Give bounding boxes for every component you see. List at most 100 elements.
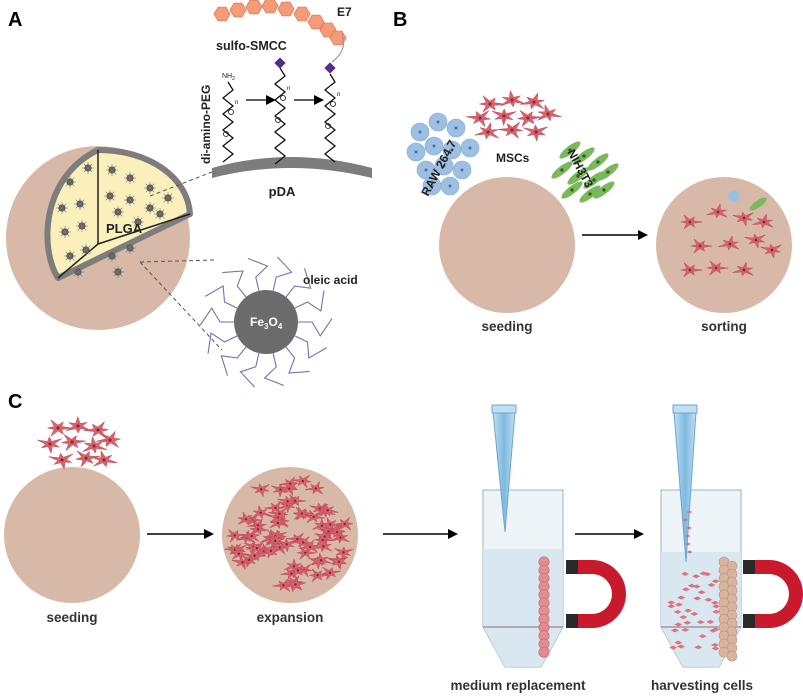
- msc-cell: [752, 213, 774, 229]
- cell-nucleus: [96, 428, 100, 432]
- released-cell: [674, 602, 683, 607]
- cell-nucleus: [276, 521, 280, 525]
- msc-cell: [250, 483, 270, 498]
- oxygen-atom: [325, 123, 331, 129]
- ligand-label: oleic acid: [303, 273, 358, 287]
- panel-b-letter: B: [393, 9, 407, 31]
- amino-acid: [213, 6, 231, 22]
- cell-nucleus: [288, 487, 291, 490]
- msc-cell: [744, 233, 766, 249]
- cell-nucleus: [301, 479, 305, 483]
- released-cell: [693, 596, 702, 601]
- cell-nucleus: [256, 528, 260, 531]
- cell-nucleus: [329, 523, 332, 526]
- cell-nucleus: [259, 511, 262, 515]
- cell-nucleus: [546, 112, 550, 116]
- fibroblast-cell: [749, 197, 767, 211]
- b-sorting-label: sorting: [701, 319, 747, 334]
- pda-coating: [212, 157, 372, 178]
- msc-cell: [500, 89, 526, 108]
- ligand-spike: [81, 245, 87, 251]
- released-cell: [710, 600, 719, 605]
- amino-acid: [245, 0, 263, 15]
- released-cell: [697, 590, 706, 595]
- cell-nucleus: [108, 438, 112, 442]
- cell-nucleus: [233, 534, 236, 537]
- msc-seed-cells: [37, 415, 121, 471]
- msc-cell: [93, 449, 118, 468]
- msc-cell: [226, 529, 246, 544]
- ligand-spike: [163, 193, 169, 199]
- ligand-spike: [69, 177, 75, 183]
- msc-cell: [309, 568, 329, 582]
- cell-nucleus: [339, 536, 342, 539]
- cell-nucleus: [255, 546, 259, 550]
- peptide-label: E7: [337, 5, 352, 19]
- released-cell: [711, 646, 720, 651]
- cell-nucleus: [70, 440, 74, 444]
- msc-cell: [520, 92, 545, 110]
- released-cell: [681, 587, 690, 592]
- cell-nucleus: [326, 509, 329, 512]
- ligand-spike: [77, 271, 83, 277]
- oleic-chain: [207, 332, 238, 354]
- ligand-spike: [75, 199, 81, 205]
- cell-nucleus: [322, 545, 325, 548]
- cell-nucleus: [253, 554, 256, 557]
- msc-cell: [517, 110, 543, 128]
- cell-type-msc: MSCs: [496, 151, 530, 165]
- ligand-spike: [167, 193, 173, 199]
- cell-nucleus: [714, 266, 718, 270]
- ligand-spike: [125, 195, 131, 201]
- released-cell: [684, 608, 693, 613]
- cell-nucleus: [290, 572, 293, 575]
- released-cell: [673, 609, 682, 614]
- ligand-spike: [81, 221, 87, 227]
- msc-cell: [268, 507, 288, 522]
- oleic-chain: [285, 268, 312, 298]
- oleic-chain: [298, 318, 333, 337]
- released-cell: [667, 600, 676, 605]
- ligand-spike: [60, 231, 66, 237]
- ligand-spike: [85, 249, 91, 255]
- ligand-spike: [137, 221, 143, 227]
- cell-nucleus: [432, 144, 436, 148]
- ligand-spike: [65, 177, 71, 183]
- msc-cell: [269, 514, 289, 529]
- cell-nucleus: [418, 130, 422, 134]
- ligand-spike: [81, 225, 87, 231]
- released-cell: [674, 640, 683, 645]
- msc-cell: [304, 480, 325, 495]
- cell-nucleus: [285, 543, 288, 546]
- tube-medium-replacement: [482, 404, 564, 668]
- cell-nucleus: [448, 184, 452, 188]
- cell-nucleus: [292, 565, 296, 568]
- aspirated-cell: [684, 542, 691, 546]
- linker-label: sulfo-SMCC: [216, 39, 287, 53]
- magnetic-attached-cells: [538, 556, 550, 658]
- msc-cell: [718, 235, 740, 251]
- cell-nucleus: [454, 126, 458, 130]
- peg-label: di-amino-PEG: [199, 85, 213, 164]
- cell-nucleus: [770, 248, 774, 252]
- cell-nucleus: [716, 210, 720, 214]
- ligand-spike: [105, 191, 111, 197]
- cell-nucleus: [278, 512, 281, 515]
- cell-nucleus: [532, 100, 536, 104]
- ligand-spike: [73, 267, 79, 273]
- released-cell: [692, 574, 701, 579]
- ligand-spike: [117, 271, 123, 277]
- cell-nucleus: [259, 488, 263, 491]
- ligand-spike: [69, 181, 75, 187]
- ligand-spike: [125, 177, 131, 183]
- cell-nucleus: [588, 192, 592, 196]
- cell-nucleus: [269, 549, 273, 553]
- oleic-chain: [222, 270, 247, 298]
- ligand-spike: [133, 217, 139, 223]
- ligand-spike: [64, 231, 70, 237]
- pda-label: pDA: [269, 184, 296, 199]
- ligand-spike: [129, 199, 135, 205]
- cell-nucleus: [754, 238, 758, 242]
- cell-nucleus: [568, 148, 572, 152]
- msc-cell: [299, 538, 319, 553]
